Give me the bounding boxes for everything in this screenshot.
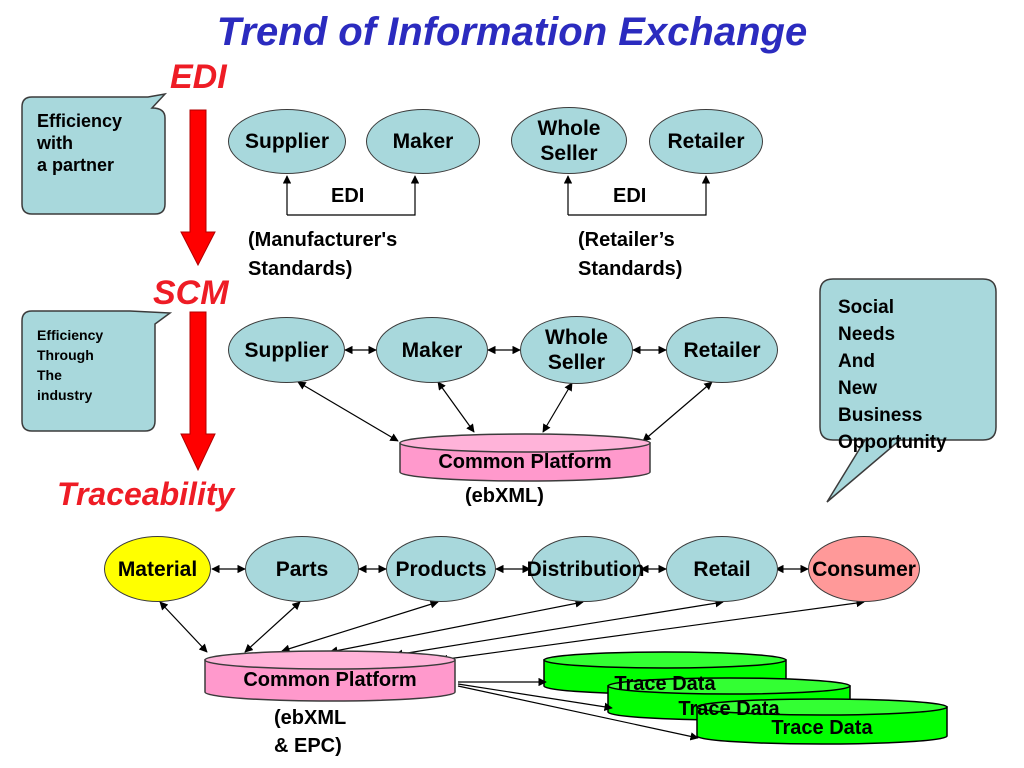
trace-node-products: Products [386,536,496,602]
trace-node-parts: Parts [245,536,359,602]
scm-node-supplier: Supplier [228,317,345,383]
scm-node-retailer: Retailer [666,317,778,383]
trace-common-platform-label: Common Platform [243,669,417,691]
stage-edi-label: EDI [170,58,227,96]
trace-platform-note: (ebXML & EPC) [274,707,347,757]
manufacturer-standards-label: (Manufacturer's Standards) [248,229,398,280]
scm-platform-note: (ebXML) [465,485,544,507]
stage-traceability-label: Traceability [57,476,235,512]
retailer-standards-label: (Retailer’s Standards) [578,229,683,280]
edi-node-maker: Maker [366,109,480,174]
callout-social-needs-text: Social Needs And New Business Opportunit… [838,297,947,453]
arrow-edi-to-scm [180,109,216,267]
trace-node-material: Material [104,536,211,602]
trace-data-label-3: Trace Data [771,717,873,739]
trace-node-distribution: Distribution [527,536,644,602]
callout-efficiency-partner-text: Efficiency with a partner [37,111,123,175]
arrow-scm-to-traceability [180,311,216,472]
trace-links [159,564,865,664]
callout-efficiency-industry [21,310,173,432]
edi-node-whole-seller: Whole Seller [511,107,627,174]
edi-link-label-left: EDI [331,185,365,207]
trace-data-arrows [457,677,699,741]
edi-link-label-right: EDI [613,185,647,207]
edi-links [282,175,711,216]
callout-efficiency-partner [21,92,168,215]
stage-scm-label: SCM [153,274,229,312]
trace-data-label-2: Trace Data [678,698,780,720]
edi-node-retailer: Retailer [649,109,763,174]
trace-data-cylinder-3 [696,698,948,745]
scm-node-whole-seller: Whole Seller [520,316,633,384]
scm-links [297,345,713,442]
trace-node-retail: Retail [666,536,778,602]
callout-social-needs [819,278,997,503]
trace-data-label-1: Trace Data [614,673,716,695]
trace-common-platform-cylinder [204,650,456,702]
scm-node-maker: Maker [376,317,488,383]
trace-node-consumer: Consumer [808,536,920,602]
page-title: Trend of Information Exchange [216,10,808,54]
scm-common-platform-label: Common Platform [438,451,612,473]
edi-node-supplier: Supplier [228,109,346,174]
callout-efficiency-industry-text: Efficiency Through The industry [37,327,104,403]
scm-common-platform-cylinder [399,433,651,482]
